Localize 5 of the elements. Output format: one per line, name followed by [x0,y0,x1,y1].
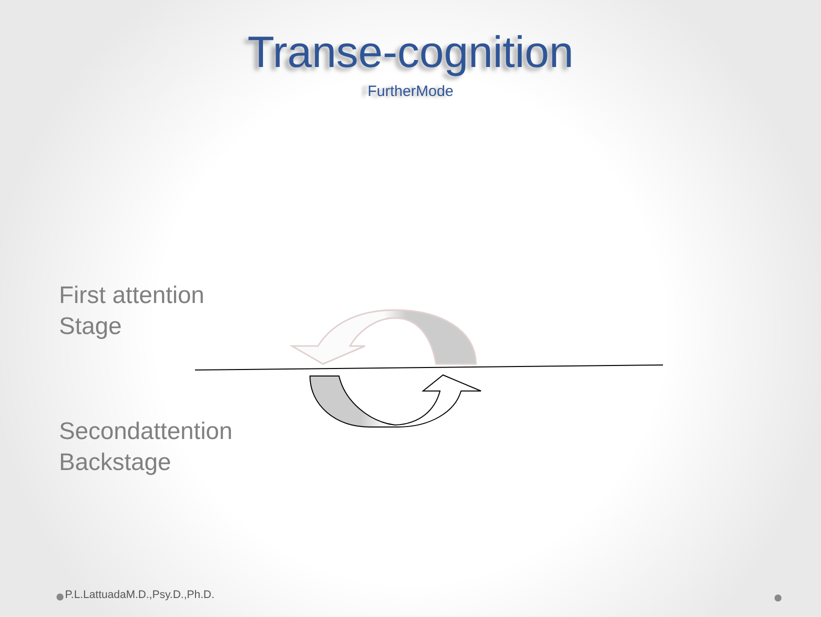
subtitle: FurtherMode [366,83,454,100]
footer-text: P.L.LattuadaM.D.,Psy.D.,Ph.D. [65,589,214,601]
stage-label: First attention Stage [59,281,206,342]
slide-title: Transe-cognition [246,28,575,78]
stage-label: Secondattention Backstage [59,417,234,478]
